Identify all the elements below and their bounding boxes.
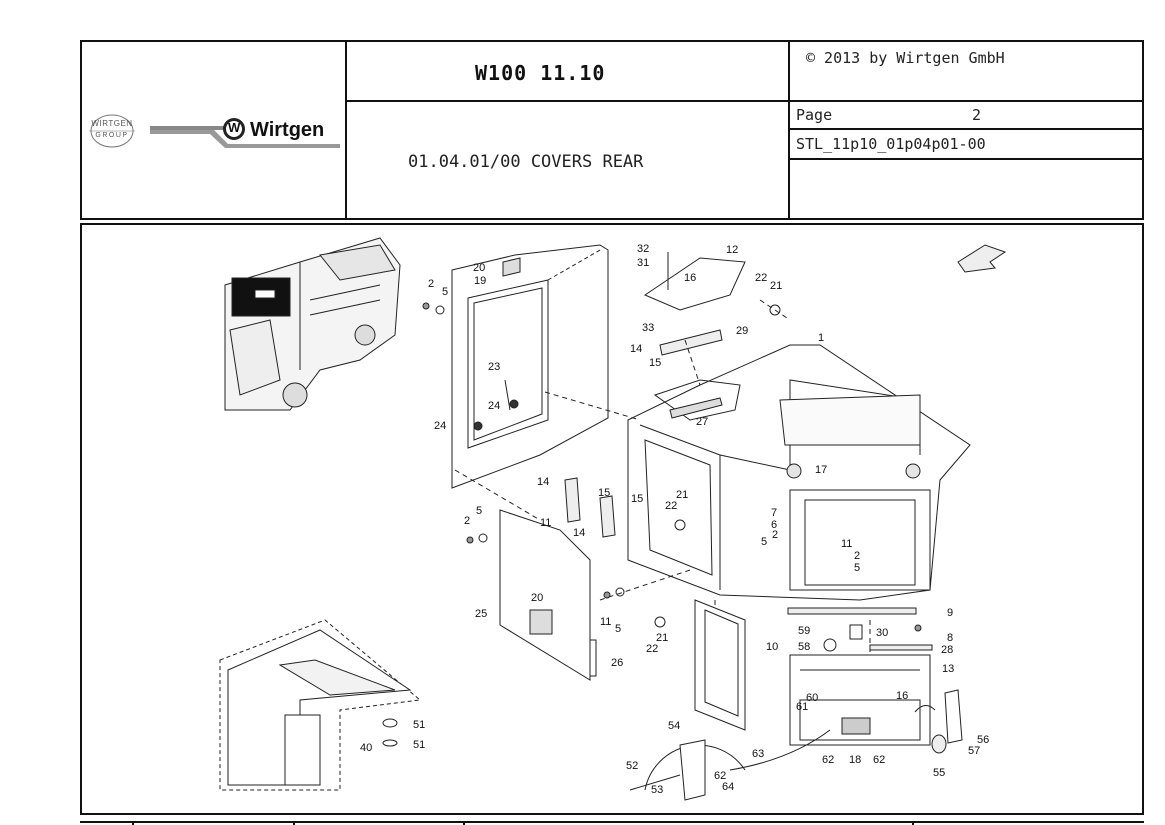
- brand-logo-text: Wirtgen: [250, 119, 325, 141]
- callout-14: 14: [573, 527, 586, 539]
- callout-23: 23: [488, 361, 501, 373]
- bottom-table-tick-2: [293, 821, 295, 825]
- callout-21: 21: [656, 632, 669, 644]
- callout-14: 5: [854, 562, 861, 574]
- callout-2: 2: [428, 278, 435, 290]
- callout-25: 25: [475, 608, 488, 620]
- brand-logo-w: W: [228, 120, 241, 135]
- callout-32: 32: [637, 243, 650, 255]
- page-label: Page: [796, 106, 833, 124]
- callout-9: 9: [947, 607, 954, 619]
- callout-16: 16: [684, 272, 697, 284]
- callout-28: 28: [941, 644, 954, 656]
- bottom-table-tick-3: [463, 821, 465, 825]
- callout-58: 58: [798, 641, 811, 653]
- group-logo-line1: WIRTGEN: [91, 119, 133, 128]
- callout-55: 55: [933, 767, 946, 779]
- callout-15: 15: [598, 487, 611, 499]
- callout-18: 18: [849, 754, 862, 766]
- callout-54: 54: [668, 720, 681, 732]
- bottom-table-border: [80, 821, 1144, 823]
- callout-10: 10: [766, 641, 779, 653]
- callout-24: 24: [488, 400, 501, 412]
- callout-31: 31: [637, 257, 650, 269]
- callout-11: 11: [600, 616, 612, 628]
- callout-19: 19: [474, 275, 487, 287]
- callout-22: 22: [665, 500, 678, 512]
- machine-overview-thumbnail: [224, 237, 401, 411]
- callout-59: 59: [798, 625, 811, 637]
- callout-7: 7: [771, 507, 778, 519]
- callout-15: 15: [631, 493, 644, 505]
- callout-5: 5: [615, 623, 622, 635]
- wirtgen-group-logo-graphic: [89, 114, 135, 148]
- callout-5: 5: [761, 536, 768, 548]
- callout-53: 53: [651, 784, 664, 796]
- callout-52: 52: [626, 760, 639, 772]
- title-divider-3: [345, 100, 1144, 102]
- callout-40: 40: [360, 742, 373, 754]
- group-logo-line2: GROUP: [95, 132, 129, 139]
- section-title: 01.04.01/00 COVERS REAR: [408, 152, 644, 172]
- callout-27: 27: [696, 416, 709, 428]
- title-divider-4: [788, 128, 1144, 130]
- callout-21: 21: [770, 280, 783, 292]
- callout-2: 2: [772, 529, 779, 541]
- bottom-table-tick-1: [132, 821, 134, 825]
- wirtgen-brand-graphic: [150, 118, 340, 148]
- callout-29: 29: [736, 325, 749, 337]
- callout-13: 13: [942, 663, 955, 675]
- callout-20: 20: [531, 592, 544, 604]
- callout-60: 60: [806, 692, 819, 704]
- bottom-table-tick-4: [912, 821, 914, 825]
- copyright-text: © 2013 by Wirtgen GmbH: [806, 49, 1005, 67]
- callout-33: 33: [642, 322, 655, 334]
- callout-14: 14: [630, 343, 643, 355]
- page-number: 2: [972, 106, 982, 124]
- callout-24: 24: [434, 420, 447, 432]
- title-divider-2: [788, 40, 790, 220]
- model-title: W100 11.10: [475, 61, 606, 85]
- callout-20: 20: [473, 262, 486, 274]
- callout-6: 6: [771, 519, 778, 531]
- callout-62: 62: [822, 754, 835, 766]
- callout-56: 56: [977, 734, 990, 746]
- callout-15: 2: [854, 550, 861, 562]
- title-divider-5: [788, 158, 1144, 160]
- doc-code: STL_11p10_01p04p01-00: [796, 135, 986, 153]
- callout-26: 26: [611, 657, 624, 669]
- wirtgen-group-logo: WIRTGEN GROUP: [86, 113, 138, 149]
- callout-51: 51: [413, 739, 426, 751]
- title-block: [80, 40, 1144, 220]
- callout-16: 16: [896, 690, 909, 702]
- callout-63: 63: [752, 748, 765, 760]
- callout-61: 61: [796, 701, 809, 713]
- orientation-arrow-icon: [957, 244, 1007, 273]
- callout-12: 12: [726, 244, 739, 256]
- callout-11: 11: [540, 517, 552, 529]
- callout-30: 30: [876, 627, 889, 639]
- callout-51: 51: [413, 719, 426, 731]
- drawing-frame: [80, 223, 1144, 815]
- callout-62: 62: [714, 770, 727, 782]
- title-divider-1: [345, 40, 347, 220]
- callout-15: 15: [649, 357, 662, 369]
- callout-5: 5: [476, 505, 483, 517]
- callout-21: 21: [676, 489, 689, 501]
- callout-22: 22: [646, 643, 659, 655]
- callout-8: 8: [947, 632, 954, 644]
- callout-57: 57: [968, 745, 981, 757]
- callout-2: 2: [464, 515, 471, 527]
- callout-64: 64: [722, 781, 735, 793]
- wirtgen-brand-logo: W Wirtgen: [150, 112, 345, 154]
- callout-14: 14: [537, 476, 550, 488]
- callout-17: 17: [815, 464, 828, 476]
- callout-1: 1: [818, 332, 825, 344]
- callout-22: 22: [755, 272, 768, 284]
- callout-11: 11: [841, 538, 853, 550]
- callout-62: 62: [873, 754, 886, 766]
- callout-5: 5: [442, 286, 449, 298]
